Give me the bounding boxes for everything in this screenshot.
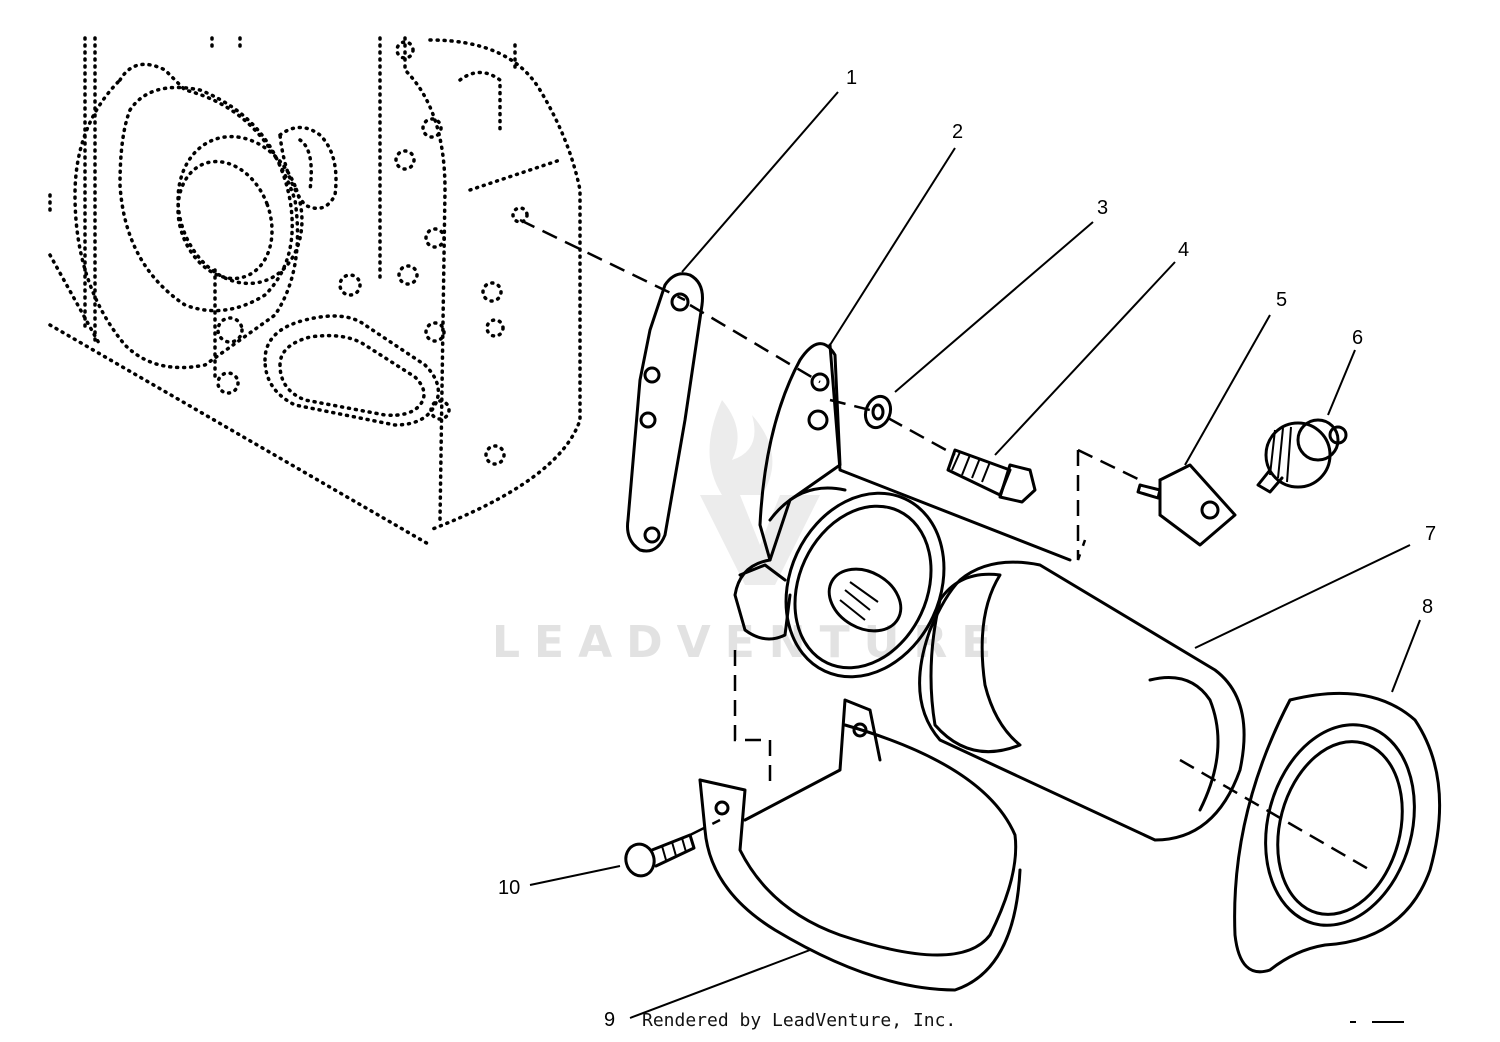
part-10-screw — [624, 833, 696, 878]
leader-lines — [529, 91, 1421, 1019]
engine-block-phantom — [48, 36, 582, 547]
part-4-cap-screw — [946, 448, 1037, 504]
callout-8: 8 — [1422, 596, 1433, 618]
part-3-washer — [863, 394, 893, 430]
part-1-mounting-plate — [626, 272, 704, 553]
callout-10: 10 — [498, 877, 520, 899]
watermark: LEADVENTURE — [492, 400, 1005, 668]
callout-2: 2 — [952, 121, 963, 143]
part-8-gasket-ring — [1233, 691, 1442, 974]
callout-7: 7 — [1425, 523, 1436, 545]
callout-3: 3 — [1097, 197, 1108, 219]
part-9-filter-guard — [698, 698, 1022, 992]
callout-labels: 1 2 3 4 5 6 7 8 9 10 — [498, 67, 1436, 1031]
callout-5: 5 — [1276, 289, 1287, 311]
watermark-logo — [700, 400, 820, 585]
watermark-text: LEADVENTURE — [492, 617, 1005, 668]
part-6-indicator — [1256, 418, 1348, 494]
callout-4: 4 — [1178, 239, 1189, 261]
filter-head-ring — [733, 491, 946, 679]
callout-6: 6 — [1352, 327, 1363, 349]
part-5-fitting-block — [1136, 463, 1237, 547]
assembly-center-lines — [519, 218, 1371, 872]
callout-1: 1 — [846, 67, 857, 89]
render-credit: Rendered by LeadVenture, Inc. — [642, 1010, 957, 1031]
callout-9: 9 — [604, 1009, 615, 1031]
part-2-filter-bracket — [758, 342, 1072, 562]
part-7-filter-element — [918, 560, 1246, 842]
